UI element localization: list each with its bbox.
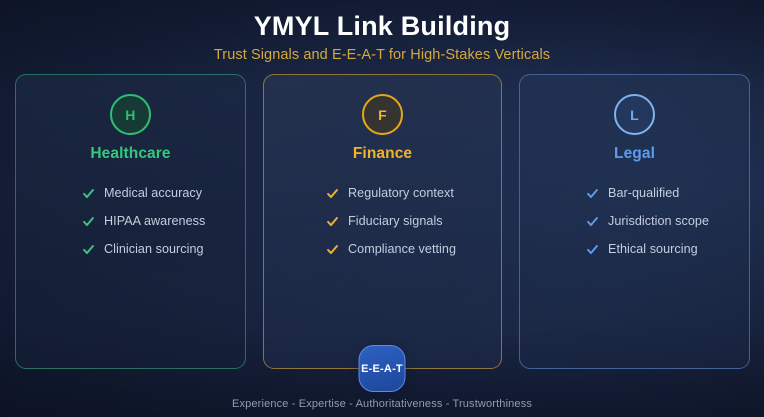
header: YMYL Link Building Trust Signals and E-E… [0, 0, 764, 63]
feature-label: Fiduciary signals [348, 214, 443, 228]
list-item: Fiduciary signals [326, 207, 501, 235]
card-legal[interactable]: L Legal Bar-qualified Jurisdiction scope… [519, 74, 750, 369]
feature-label: Compliance vetting [348, 242, 457, 256]
list-item: Bar-qualified [586, 179, 749, 207]
check-icon [587, 244, 598, 254]
check-icon [587, 188, 598, 198]
check-icon [327, 216, 338, 226]
card-initial-badge-finance: F [362, 94, 403, 135]
feature-label: HIPAA awareness [104, 214, 206, 228]
list-item: HIPAA awareness [82, 207, 245, 235]
feature-label: Ethical sourcing [608, 242, 698, 256]
check-icon [327, 244, 338, 254]
card-title-finance: Finance [352, 145, 413, 162]
card-title-healthcare: Healthcare [90, 145, 171, 162]
list-item: Compliance vetting [326, 235, 501, 263]
check-icon [327, 188, 338, 198]
check-icon [83, 244, 94, 254]
feature-label: Medical accuracy [104, 186, 203, 200]
list-item: Medical accuracy [82, 179, 245, 207]
card-initial-badge-legal: L [614, 94, 655, 135]
list-item: Regulatory context [326, 179, 501, 207]
card-initial-badge-healthcare: H [110, 94, 151, 135]
check-icon [587, 216, 598, 226]
vertical-cards-row: H Healthcare Medical accuracy HIPAA awar… [15, 74, 750, 369]
card-healthcare[interactable]: H Healthcare Medical accuracy HIPAA awar… [15, 74, 246, 369]
feature-label: Bar-qualified [608, 186, 680, 200]
page-subtitle: Trust Signals and E-E-A-T for High-Stake… [213, 46, 551, 63]
check-icon [83, 216, 94, 226]
feature-list-finance: Regulatory context Fiduciary signals Com… [264, 179, 501, 263]
check-icon [83, 188, 94, 198]
feature-list-legal: Bar-qualified Jurisdiction scope Ethical… [520, 179, 749, 263]
list-item: Jurisdiction scope [586, 207, 749, 235]
footer: Experience - Expertise - Authoritativene… [0, 394, 764, 412]
feature-label: Clinician sourcing [104, 242, 204, 256]
feature-list-healthcare: Medical accuracy HIPAA awareness Clinici… [16, 179, 245, 263]
feature-label: Jurisdiction scope [608, 214, 709, 228]
page-title: YMYL Link Building [253, 11, 511, 41]
card-finance[interactable]: F Finance Regulatory context Fiduciary s… [263, 74, 502, 369]
eeat-badge-label: E-E-A-T [361, 362, 403, 375]
list-item: Ethical sourcing [586, 235, 749, 263]
card-title-legal: Legal [614, 145, 655, 162]
eeat-badge[interactable]: E-E-A-T [358, 345, 406, 392]
list-item: Clinician sourcing [82, 235, 245, 263]
feature-label: Regulatory context [348, 186, 454, 200]
footer-text: Experience - Expertise - Authoritativene… [231, 398, 532, 410]
